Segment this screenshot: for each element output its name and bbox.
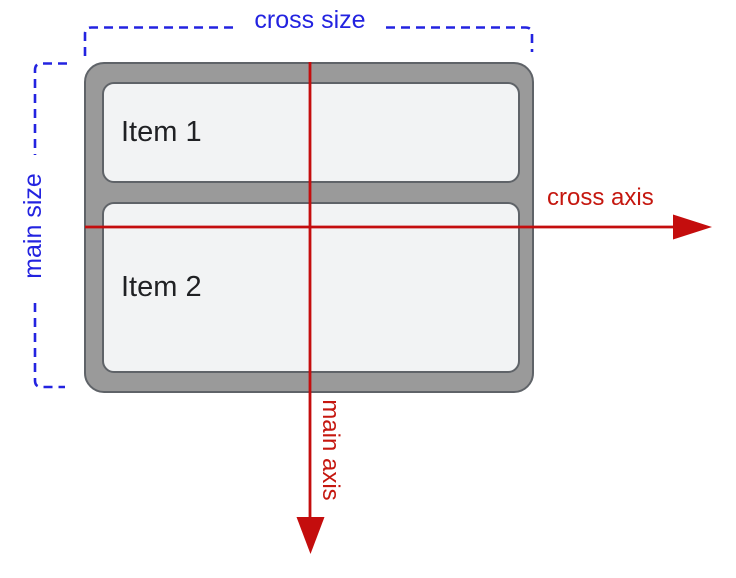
flex-item-1-label: Item 1 — [121, 116, 202, 148]
flex-item-2: Item 2 — [102, 202, 520, 373]
cross-size-bracket-right — [386, 26, 534, 52]
main-axis-label: main axis — [317, 399, 344, 501]
main-size-bracket-bottom — [33, 303, 65, 389]
flex-item-2-label: Item 2 — [121, 271, 202, 303]
cross-axis-arrowhead — [673, 214, 712, 240]
main-axis-arrowhead — [296, 517, 325, 554]
cross-size-label: cross size — [254, 6, 366, 34]
flex-item-1: Item 1 — [102, 82, 520, 183]
main-size-bracket-top — [33, 62, 67, 155]
cross-axis-label: cross axis — [547, 184, 654, 211]
cross-size-bracket-left — [83, 26, 238, 56]
main-size-label: main size — [19, 173, 47, 279]
